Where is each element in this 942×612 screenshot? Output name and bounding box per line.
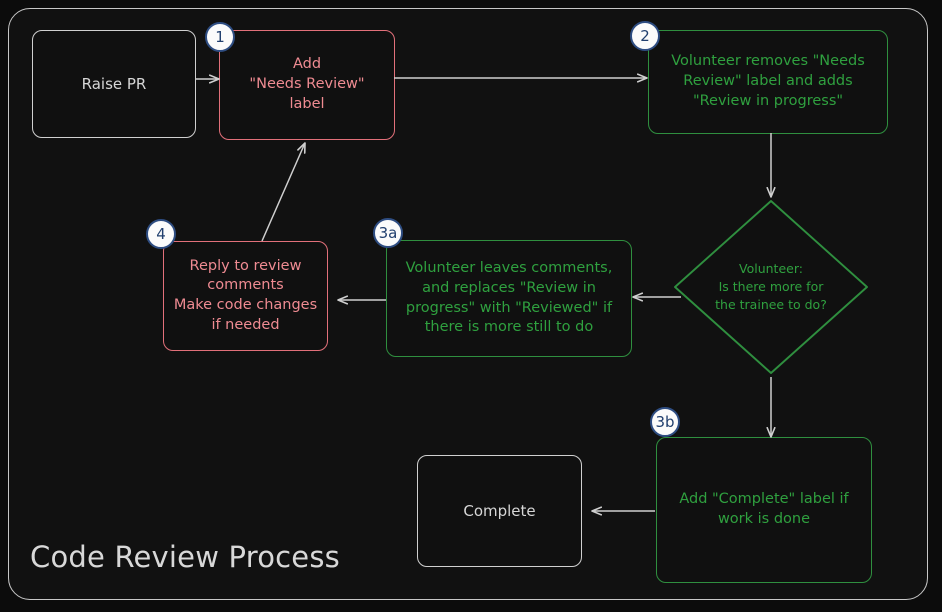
badge-step-2[interactable]: 2 xyxy=(630,21,660,51)
node-raise-pr-label: Raise PR xyxy=(81,74,147,93)
node-add-complete-label[interactable]: Add "Complete" label if work is done xyxy=(656,437,872,583)
badge-step-4-text: 4 xyxy=(156,225,166,243)
node-complete[interactable]: Complete xyxy=(417,455,582,567)
node-volunteer-leaves-comments-label: Volunteer leaves comments, and replaces … xyxy=(405,260,613,336)
node-add-needs-review-label-text: Add "Needs Review" label xyxy=(249,56,365,112)
node-reply-to-review[interactable]: Reply to review comments Make code chang… xyxy=(163,241,328,351)
badge-step-4[interactable]: 4 xyxy=(146,219,176,249)
node-complete-label: Complete xyxy=(463,501,536,520)
node-raise-pr[interactable]: Raise PR xyxy=(32,30,196,138)
node-decision-more-work-label: Volunteer: Is there more for the trainee… xyxy=(715,261,827,312)
node-volunteer-removes-label-text: Volunteer removes "Needs Review" label a… xyxy=(671,53,865,109)
node-add-complete-label-text: Add "Complete" label if work is done xyxy=(679,491,849,527)
node-reply-to-review-label: Reply to review comments Make code chang… xyxy=(173,257,318,333)
node-add-needs-review-label[interactable]: Add "Needs Review" label xyxy=(219,30,395,140)
badge-step-3b-text: 3b xyxy=(655,413,675,431)
badge-step-3a-text: 3a xyxy=(378,224,398,242)
badge-step-1-text: 1 xyxy=(215,28,225,46)
badge-step-3b[interactable]: 3b xyxy=(650,407,680,437)
badge-step-2-text: 2 xyxy=(640,27,650,45)
badge-step-3a[interactable]: 3a xyxy=(373,218,403,248)
node-decision-more-work[interactable]: Volunteer: Is there more for the trainee… xyxy=(671,197,871,377)
node-volunteer-removes-label[interactable]: Volunteer removes "Needs Review" label a… xyxy=(648,30,888,134)
badge-step-1[interactable]: 1 xyxy=(205,22,235,52)
node-volunteer-leaves-comments[interactable]: Volunteer leaves comments, and replaces … xyxy=(386,240,632,357)
diamond-shape xyxy=(671,197,871,377)
diagram-title: Code Review Process xyxy=(30,540,340,574)
